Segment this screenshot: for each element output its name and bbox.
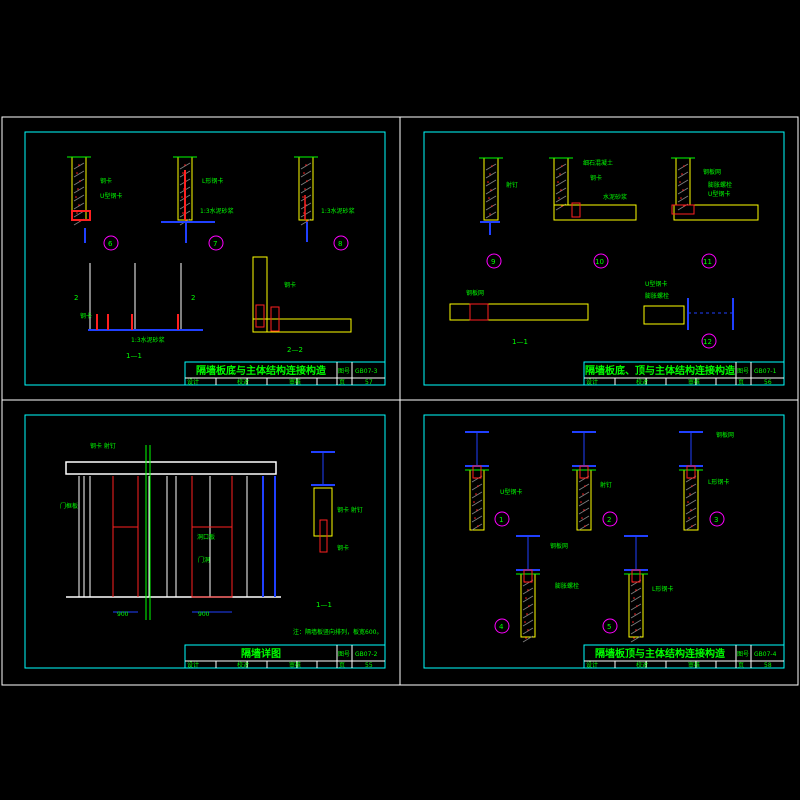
label-6: 钢卡: [80, 312, 92, 320]
title-block-field: 58: [764, 662, 772, 669]
label-3: L形钢卡: [202, 177, 223, 185]
detail-8-wall: [294, 156, 318, 226]
detail-number-1: 1: [499, 516, 503, 524]
detail-number-4: 4: [499, 623, 504, 631]
label-3: 钢卡: [590, 174, 602, 182]
title-block-sheet-2: 隔墙板底、顶与主体结构连接构造图号 GB07-1 设计 校对 审核 页 56: [583, 361, 785, 386]
section-mark-2-left: 2: [74, 294, 78, 302]
section-title-1-1: 1—1: [316, 601, 332, 609]
title-block-sheet-1: 隔墙板底与主体结构连接构造 图号 GB07-3 设计 校对 审核 页 57: [184, 361, 386, 386]
label-6: 膨胀螺栓: [555, 582, 579, 590]
sheet-3-elevation: 900 900 钢卡 射钉 门框板 洞口板 门洞 钢卡 射钉 钢卡 1—1 注：…: [60, 442, 382, 636]
sheet-2-details: 9 10 11 12 射钉 细石混凝土 钢卡 水泥砂浆 钢板网 膨胀螺栓 U型钢…: [449, 157, 759, 349]
sheet-1-details: 6 7 8 钢卡 U型钢卡 L形钢卡 1:3水泥砂浆 1:3水泥砂浆 2 2 钢…: [67, 156, 355, 360]
dimension-900-left: 900: [117, 611, 129, 618]
title-block-sheet-4: 隔墙板顶与主体结构连接构造 图号 GB07-4 设计 校对 审核 页 58: [583, 644, 785, 669]
note-text: 注：隔墙板竖向排列，板宽600。: [293, 628, 382, 636]
label-5: 1:3水泥砂浆: [321, 207, 355, 215]
title-block-field: 校对: [237, 378, 249, 386]
title-block-sheet-3: 隔墙详图 图号 GB07-2 设计 校对 审核 页 55: [184, 644, 386, 669]
title-block-field: 页: [339, 379, 345, 386]
label-6: 钢卡: [337, 544, 349, 552]
title-block-field: 设计: [586, 661, 598, 669]
drawing-number-label: 图号: [338, 651, 350, 658]
section-title-2-2: 2—2: [287, 346, 303, 354]
drawing-number: GB07-4: [754, 651, 777, 658]
detail-6-wall: [67, 156, 91, 226]
label-4: 水泥砂浆: [603, 193, 627, 201]
detail-number-9: 9: [491, 258, 495, 266]
drawing-title: 隔墙板顶与主体结构连接构造: [595, 647, 726, 660]
label-5: 钢卡 射钉: [337, 506, 363, 514]
label-4: L形钢卡: [708, 478, 729, 486]
section-mark-2-right: 2: [191, 294, 195, 302]
title-block-field: 设计: [187, 661, 199, 669]
detail-number-5: 5: [607, 623, 611, 631]
dimension-900-right: 900: [198, 611, 210, 618]
label-1: 钢卡 射钉: [90, 442, 116, 450]
title-block-field: 页: [339, 662, 345, 669]
detail-number-6: 6: [108, 240, 113, 248]
label-5: 钢板网: [550, 542, 568, 550]
label-1: U型钢卡: [500, 488, 522, 496]
title-block-field: 设计: [586, 378, 598, 386]
drawing-number: GB07-3: [355, 368, 378, 375]
drawing-number: GB07-1: [754, 368, 777, 375]
label-6: 膨胀螺栓: [708, 181, 732, 189]
label-4: 门洞: [198, 556, 210, 564]
label-2: 射钉: [600, 481, 612, 489]
sheet-4-details: 1 2 3 4 5 U型钢卡 射钉 钢板网 L形钢卡 钢板网 膨胀螺栓 L形钢卡: [465, 431, 734, 643]
drawing-number: GB07-2: [355, 651, 378, 658]
outer-frames: [1, 116, 799, 686]
label-5: 钢板网: [703, 168, 721, 176]
title-block-field: 审核: [289, 661, 301, 669]
title-block-field: 审核: [688, 378, 700, 386]
title-block-field: 设计: [187, 378, 199, 386]
label-7: L形钢卡: [652, 585, 673, 593]
label-9: U型钢卡: [645, 280, 667, 288]
title-block-field: 56: [764, 379, 772, 386]
title-block-field: 57: [365, 379, 373, 386]
detail-number-7: 7: [213, 240, 217, 248]
section-title-1-1: 1—1: [126, 352, 142, 360]
label-8: 钢卡: [284, 281, 296, 289]
label-2: 门框板: [60, 502, 78, 510]
drawing-number-label: 图号: [737, 368, 749, 375]
label-1: 钢卡: [100, 177, 112, 185]
title-block-field: 校对: [636, 378, 648, 386]
label-7: U型钢卡: [708, 190, 730, 198]
section-title-1-1: 1—1: [512, 338, 528, 346]
label-8: 钢板网: [466, 289, 484, 297]
drawing-number-label: 图号: [737, 651, 749, 658]
detail-number-12: 12: [703, 338, 712, 346]
drawing-title: 隔墙详图: [241, 647, 281, 660]
label-1: 射钉: [506, 181, 518, 189]
detail-number-3: 3: [714, 516, 718, 524]
detail-number-8: 8: [338, 240, 342, 248]
title-block-field: 校对: [237, 661, 249, 669]
title-block-field: 55: [365, 662, 373, 669]
title-block-field: 审核: [688, 661, 700, 669]
detail-number-2: 2: [607, 516, 611, 524]
label-3: 钢板网: [716, 431, 734, 439]
detail-number-10: 10: [595, 258, 604, 266]
title-block-field: 页: [738, 662, 744, 669]
detail-number-11: 11: [703, 258, 712, 266]
title-block-field: 校对: [636, 661, 648, 669]
title-block-field: 页: [738, 379, 744, 386]
title-block-field: 审核: [289, 378, 301, 386]
drawing-number-label: 图号: [338, 368, 350, 375]
label-10: 膨胀螺栓: [645, 292, 669, 300]
label-2: 细石混凝土: [583, 159, 613, 167]
drawing-title: 隔墙板底与主体结构连接构造: [196, 364, 327, 377]
label-2: U型钢卡: [100, 192, 122, 200]
drawing-title: 隔墙板底、顶与主体结构连接构造: [585, 364, 736, 377]
label-4: 1:3水泥砂浆: [200, 207, 234, 215]
label-7: 1:3水泥砂浆: [131, 336, 165, 344]
label-3: 洞口板: [197, 533, 215, 541]
